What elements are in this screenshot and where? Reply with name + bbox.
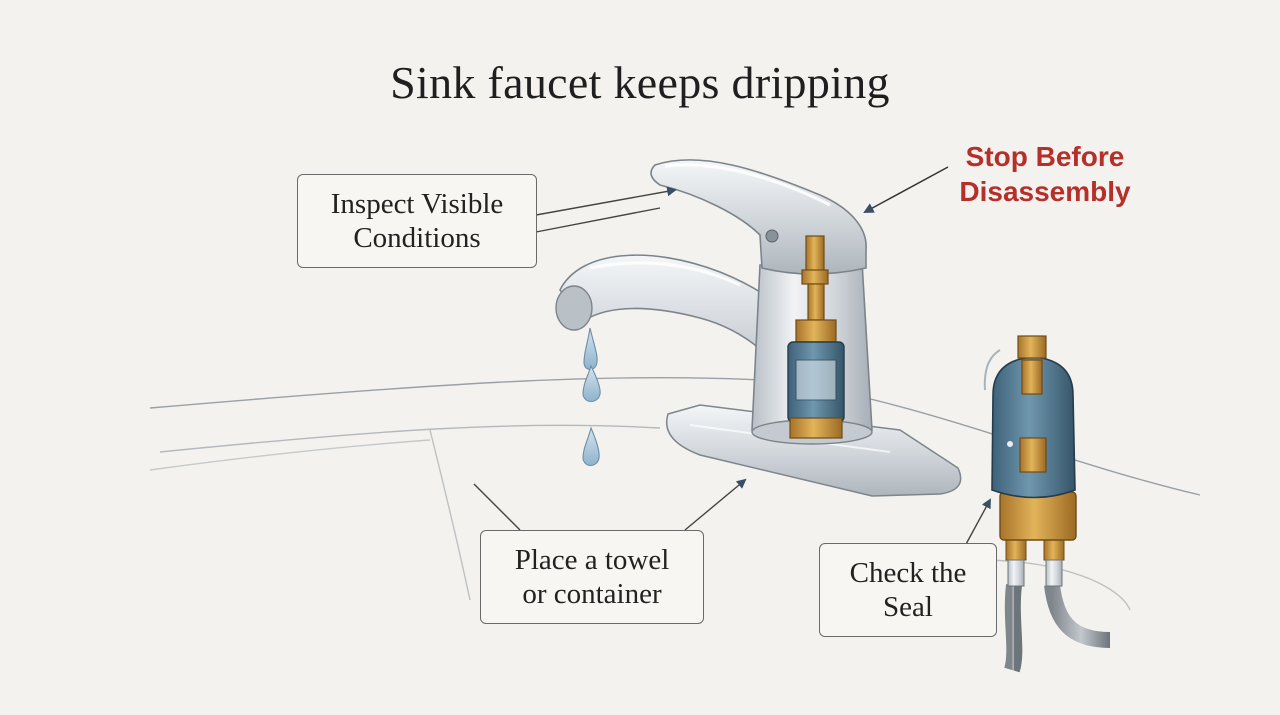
callout-inspect-line-2: Conditions xyxy=(353,222,481,254)
warning-line-1: Stop Before xyxy=(965,141,1125,172)
callout-inspect-line-1: Inspect Visible xyxy=(330,188,504,220)
callout-pointers xyxy=(473,166,991,547)
faucet-spout xyxy=(555,254,801,401)
water-drips xyxy=(582,327,601,467)
warning-stop-before-disassembly: Stop Before Disassembly xyxy=(930,139,1160,209)
callout-seal-line-1: Check the xyxy=(849,557,967,589)
callout-towel-line-1: Place a towel xyxy=(514,544,670,576)
removed-cartridge xyxy=(983,335,1111,673)
callout-towel-line-2: or container xyxy=(522,578,662,610)
faucet-handle xyxy=(650,159,867,275)
warning-line-2: Disassembly xyxy=(959,176,1131,207)
page-title: Sink faucet keeps dripping xyxy=(390,57,890,108)
callout-seal-line-2: Seal xyxy=(883,591,933,623)
installed-cartridge xyxy=(787,235,845,439)
callout-place-towel: Place a towel or container xyxy=(480,530,704,624)
callout-inspect-visible-conditions: Inspect Visible Conditions xyxy=(297,174,537,268)
callout-check-seal: Check the Seal xyxy=(819,543,997,637)
